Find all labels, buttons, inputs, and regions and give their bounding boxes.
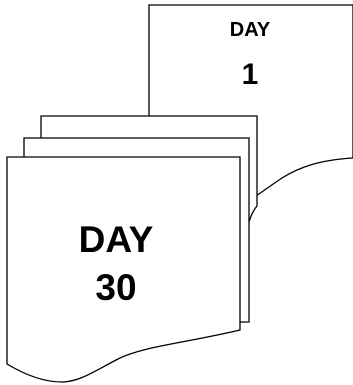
day-30-page-outline <box>6 156 241 383</box>
day-1-label-number: 1 <box>242 58 259 91</box>
day-30-label-word: DAY <box>79 219 154 260</box>
day-1-label-word: DAY <box>230 19 271 41</box>
day-30-page: DAY 30 <box>6 156 241 383</box>
day-30-label-number: 30 <box>95 267 136 308</box>
